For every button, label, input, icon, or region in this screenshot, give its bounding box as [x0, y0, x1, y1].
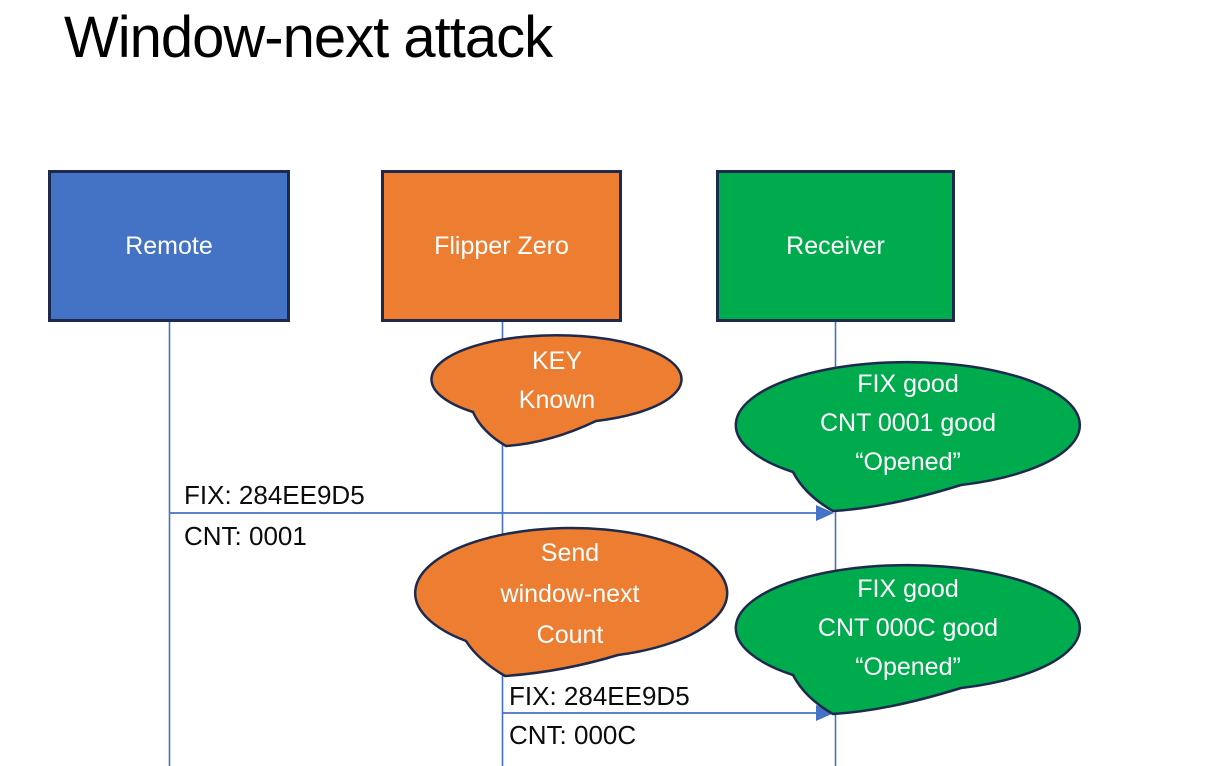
- message1-cnt-label: CNT: 0001: [184, 521, 307, 551]
- actor-label-receiver: Receiver: [786, 231, 885, 260]
- callout-key-known-shape: [430, 334, 683, 448]
- actor-label-remote: Remote: [125, 231, 213, 260]
- actor-label-flipper-zero: Flipper Zero: [434, 231, 569, 260]
- callout-cnt-000c-good-shape: [734, 563, 1082, 716]
- actor-box-receiver: Receiver: [716, 170, 955, 322]
- message-arrow-1: [169, 505, 834, 521]
- arrowhead-right-icon: [816, 705, 834, 721]
- page-title: Window-next attack: [64, 5, 553, 70]
- message1-fix-label: FIX: 284EE9D5: [184, 480, 365, 510]
- arrowhead-right-icon: [816, 505, 834, 521]
- callout-send-window-next-shape: [414, 526, 729, 678]
- message2-cnt-label: CNT: 000C: [509, 720, 637, 750]
- actor-box-flipper-zero: Flipper Zero: [381, 170, 622, 322]
- callout-cnt-0001-good-shape: [734, 360, 1082, 513]
- message2-fix-label: FIX: 284EE9D5: [509, 681, 690, 711]
- actor-box-remote: Remote: [48, 170, 290, 322]
- message-arrow-2: [502, 705, 834, 721]
